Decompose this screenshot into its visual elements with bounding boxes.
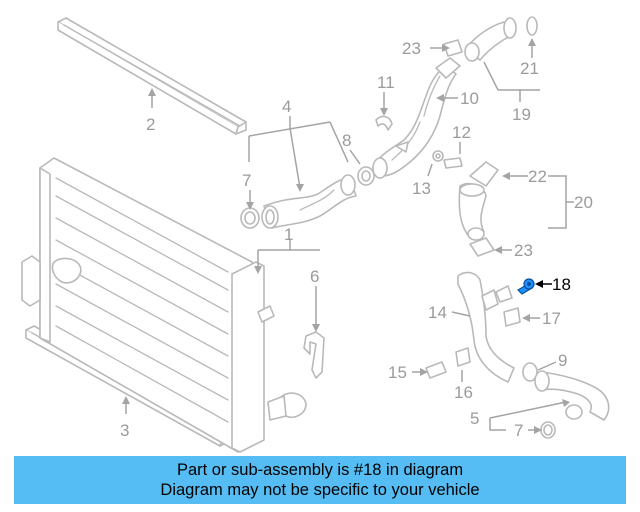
part-10-intake-duct bbox=[372, 57, 461, 179]
callout-18: 18 bbox=[552, 275, 571, 294]
callout-10: 10 bbox=[460, 89, 479, 108]
part-18-bolt bbox=[517, 278, 535, 295]
callout-3: 3 bbox=[120, 421, 129, 440]
banner-line-2: Diagram may not be specific to your vehi… bbox=[160, 481, 480, 499]
callout-numbers: 2 3 4 7 8 1 6 11 10 12 13 23 21 19 22 20… bbox=[120, 39, 593, 440]
callout-20: 20 bbox=[574, 193, 593, 212]
callout-4: 4 bbox=[282, 97, 291, 116]
exploded-parts-diagram: 2 3 4 7 8 1 6 11 10 12 13 23 21 19 22 20… bbox=[21, 16, 610, 453]
callout-13: 13 bbox=[412, 179, 431, 198]
callout-5: 5 bbox=[470, 409, 479, 428]
part-2-upper-guide-strip bbox=[57, 17, 247, 135]
banner-line-1: Part or sub-assembly is #18 in diagram bbox=[176, 461, 464, 479]
callout-7-right: 7 bbox=[514, 421, 523, 440]
part-1-intercooler bbox=[21, 157, 307, 453]
callout-19: 19 bbox=[512, 105, 531, 124]
callout-22: 22 bbox=[528, 167, 547, 186]
part-5-lower-hose bbox=[534, 370, 610, 439]
callout-6: 6 bbox=[310, 267, 319, 286]
info-banner: Part or sub-assembly is #18 in diagram D… bbox=[14, 456, 626, 504]
callout-14: 14 bbox=[428, 303, 447, 322]
callout-16: 16 bbox=[454, 383, 473, 402]
callout-23-bottom: 23 bbox=[514, 241, 533, 260]
part-4-hose-assembly bbox=[240, 166, 375, 229]
callout-1: 1 bbox=[284, 225, 293, 244]
callout-17: 17 bbox=[542, 309, 561, 328]
leader-lines bbox=[122, 38, 574, 434]
callout-12: 12 bbox=[452, 123, 471, 142]
callout-23-top: 23 bbox=[402, 39, 421, 58]
callout-2: 2 bbox=[146, 115, 155, 134]
part-20-turbo-hose bbox=[458, 161, 499, 257]
part-12-13-fasteners bbox=[432, 150, 463, 169]
callout-11: 11 bbox=[377, 73, 395, 92]
part-19-top-hose bbox=[443, 16, 538, 62]
callout-7-left: 7 bbox=[242, 171, 251, 190]
part-6-retaining-clip bbox=[303, 331, 325, 379]
callout-21: 21 bbox=[520, 59, 539, 78]
callout-8: 8 bbox=[342, 131, 351, 150]
callout-15: 15 bbox=[388, 363, 407, 382]
part-14-charge-pipe bbox=[425, 271, 538, 383]
callout-9: 9 bbox=[558, 351, 567, 370]
part-11-clip bbox=[375, 115, 393, 131]
